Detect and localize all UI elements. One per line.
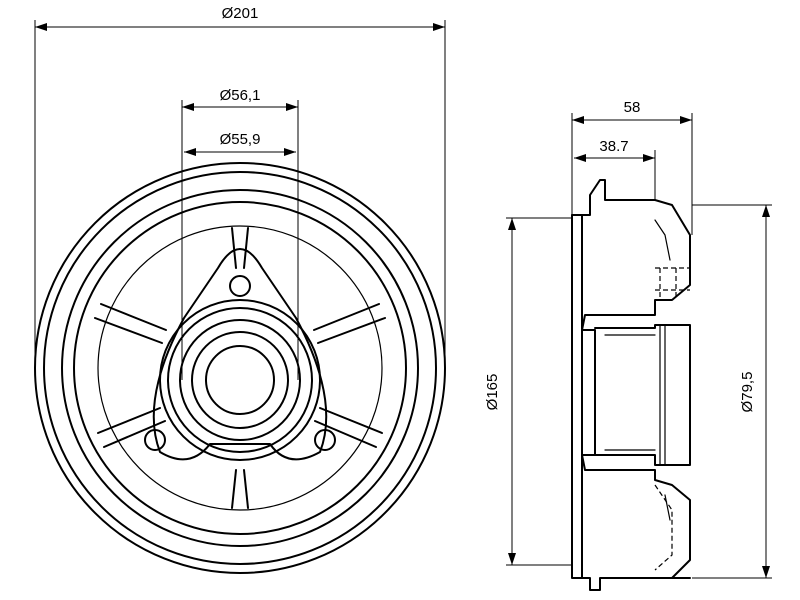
front-view [34, 162, 446, 574]
hub-bore [205, 345, 275, 415]
spoke-ribs [94, 227, 386, 509]
dim-friction-diameter: Ø165 [484, 217, 572, 566]
dim-outer-diameter: Ø201 [34, 5, 446, 368]
mounting-flange [152, 248, 328, 461]
hub-outer [159, 299, 321, 461]
side-section-view [571, 179, 691, 591]
label-hub-diameter-2: Ø55,9 [220, 131, 261, 148]
dim-inner-height: 38.7 [574, 138, 656, 200]
dim-hub-diameter-2: Ø55,9 [184, 131, 296, 156]
bolt-hole-top [229, 275, 251, 297]
dim-hub-diameter-1: Ø56,1 [181, 87, 299, 380]
dim-center-diameter: Ø79,5 [692, 204, 772, 579]
label-outer-diameter: Ø201 [222, 5, 259, 22]
dim-total-height: 58 [571, 99, 693, 235]
bolt-hole-left [144, 429, 166, 451]
bolt-hole-right [314, 429, 336, 451]
label-inner-height: 38.7 [599, 138, 628, 155]
label-hub-diameter-1: Ø56,1 [220, 87, 261, 104]
label-total-height: 58 [624, 99, 641, 116]
label-center-diameter: Ø79,5 [739, 372, 756, 413]
label-friction-diameter: Ø165 [484, 374, 501, 411]
